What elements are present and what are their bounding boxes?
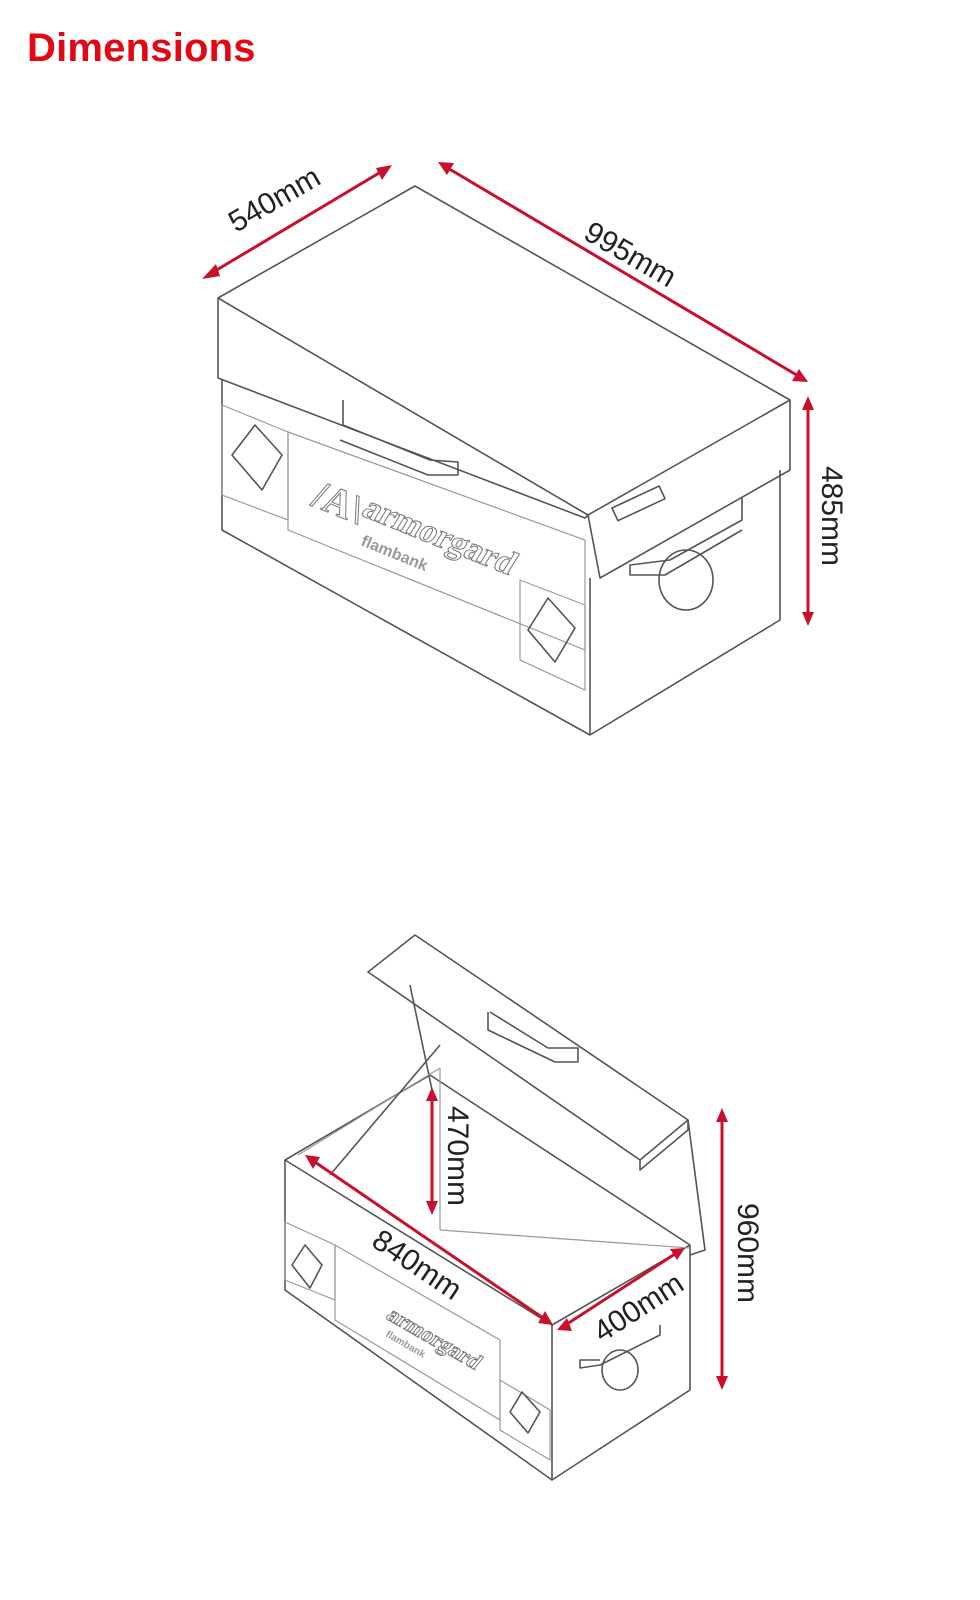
depth-label: 540mm [223,160,326,239]
height-label: 485mm [815,466,848,566]
open-box-drawing: armorgard flambank [284,934,706,1481]
internal-height-dimension-arrow [426,1087,438,1215]
internal-length-dimension-arrow [305,1155,553,1325]
height-dimension-arrow [802,396,814,626]
warning-sign-icon [231,424,283,491]
open-warning-sign-icon [291,1244,323,1289]
depth-dimension-arrow [202,165,392,279]
open-height-label: 960mm [731,1203,764,1303]
open-height-dimension-arrow [716,1108,728,1390]
internal-depth-dimension-arrow [557,1248,685,1331]
internal-length-label: 840mm [366,1223,467,1306]
page-title: Dimensions [27,26,256,70]
open-flame-sign-icon [509,1391,541,1434]
flame-sign-icon [527,597,576,663]
internal-height-label: 470mm [441,1106,474,1206]
width-dimension-arrow [438,162,808,382]
closed-box-drawing: armorgard flambank /A\ [217,185,791,736]
